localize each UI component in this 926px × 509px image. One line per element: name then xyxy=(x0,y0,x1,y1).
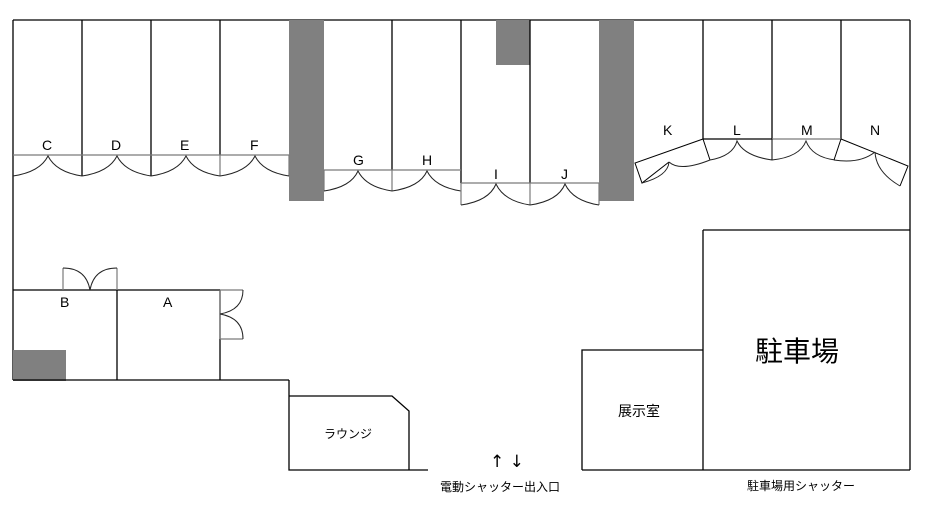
booth-row-ij xyxy=(460,20,600,206)
entrance-arrows: ↑ ↓ xyxy=(490,452,524,472)
room-label-a: A xyxy=(163,294,173,310)
parking-shutter-label: 駐車場用シャッター xyxy=(747,478,855,493)
pillar-1 xyxy=(289,20,324,201)
booth-label-n: N xyxy=(870,122,880,138)
pillars xyxy=(13,20,634,381)
entrance-label: 電動シャッター出入口 xyxy=(440,480,560,494)
booth-label-h: H xyxy=(422,152,432,168)
booth-label-i: I xyxy=(494,166,498,182)
room-label-parking: 駐車場 xyxy=(755,335,839,368)
room-label-lounge: ラウンジ xyxy=(324,427,372,441)
booth-label-m: M xyxy=(801,122,813,138)
booth-label-d: D xyxy=(111,137,121,153)
rooms-ab xyxy=(13,267,290,396)
booth-label-c: C xyxy=(42,137,52,153)
booth-labels: C D E F G H I J K L M N xyxy=(42,122,880,182)
lounge-room xyxy=(288,395,428,471)
booth-row-klmn xyxy=(634,20,909,187)
pillar-2 xyxy=(496,20,530,65)
room-label-b: B xyxy=(60,294,69,310)
room-labels: B A ラウンジ 展示室 駐車場 ↑ ↓ 電動シャッター出入口 駐車場用シャッタ… xyxy=(60,294,855,494)
booth-label-f: F xyxy=(250,137,259,153)
booth-label-k: K xyxy=(663,122,673,138)
room-label-showroom: 展示室 xyxy=(618,403,660,420)
booth-row-cdef xyxy=(12,20,290,177)
booth-label-j: J xyxy=(561,166,568,182)
booth-label-l: L xyxy=(733,122,741,138)
booth-label-g: G xyxy=(353,152,364,168)
booth-label-e: E xyxy=(180,137,189,153)
booth-row-gh xyxy=(323,20,462,192)
pillar-3 xyxy=(599,20,634,201)
pillar-4 xyxy=(13,350,66,381)
showroom-and-parking xyxy=(581,229,910,471)
